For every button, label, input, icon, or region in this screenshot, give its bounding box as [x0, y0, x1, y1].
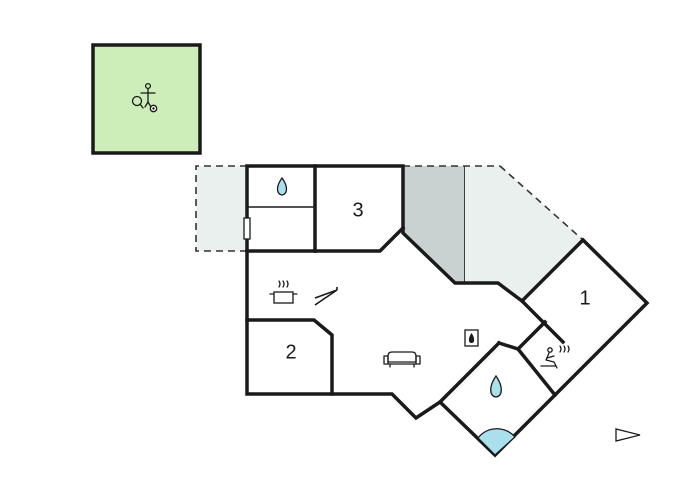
cooking-pot-icon	[269, 280, 298, 304]
activity-room	[91, 43, 202, 155]
covered-terrace	[403, 166, 466, 283]
ball-icon	[149, 104, 158, 113]
activity-room-area	[91, 43, 202, 155]
room-label-2: 2	[285, 341, 296, 363]
shower-area	[477, 428, 516, 456]
table-tennis-icon	[131, 95, 144, 109]
sauna-icon	[540, 345, 570, 369]
room-label-1: 1	[579, 287, 590, 309]
terrace-left	[195, 165, 247, 252]
door-marker	[243, 217, 251, 240]
table-football-icon	[140, 82, 156, 108]
water-drop-icon	[490, 374, 502, 398]
room-label-3: 3	[352, 199, 363, 221]
water-drop-icon	[276, 176, 288, 196]
house-outline	[245, 164, 650, 458]
interior-walls	[245, 164, 566, 405]
fireplace-icon	[464, 329, 479, 347]
sofa-icon	[383, 351, 421, 368]
north-arrow-icon	[615, 428, 641, 442]
